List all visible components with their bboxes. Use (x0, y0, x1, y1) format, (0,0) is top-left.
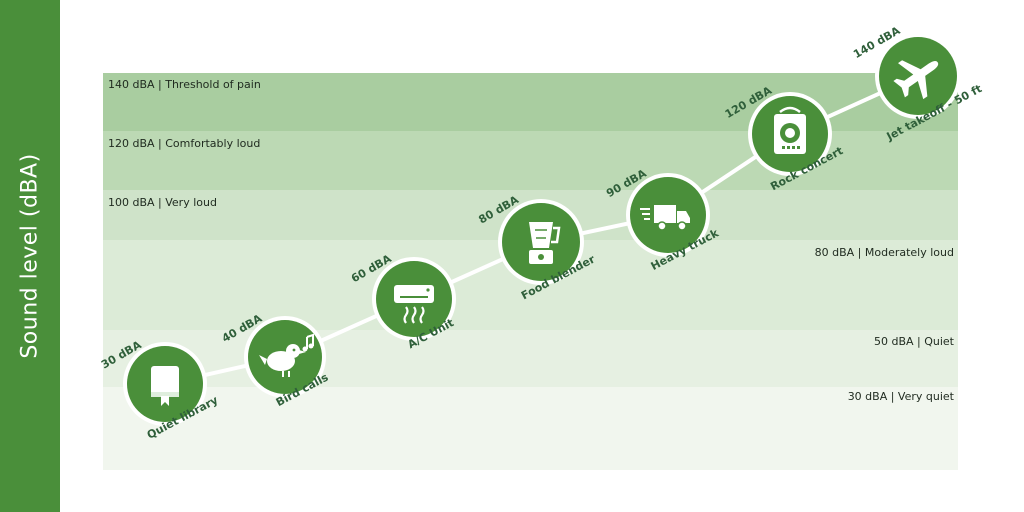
band-label: 80 dBA | Moderately loud (815, 246, 954, 259)
airplane-icon (893, 60, 939, 100)
band-label: 140 dBA | Threshold of pain (108, 78, 261, 91)
truck-icon (640, 205, 690, 231)
band-5 (103, 387, 958, 470)
ac-unit-icon (394, 285, 434, 324)
book-icon (151, 366, 179, 406)
band-label: 120 dBA | Comfortably loud (108, 137, 260, 150)
band-label: 50 dBA | Quiet (874, 335, 955, 348)
band-label: 100 dBA | Very loud (108, 196, 217, 209)
sidebar-bar: Sound level (dBA) (0, 0, 60, 512)
bird-icon (259, 333, 314, 377)
band-label: 30 dBA | Very quiet (848, 390, 955, 403)
blender-icon (529, 222, 561, 264)
speaker-icon (774, 106, 806, 154)
